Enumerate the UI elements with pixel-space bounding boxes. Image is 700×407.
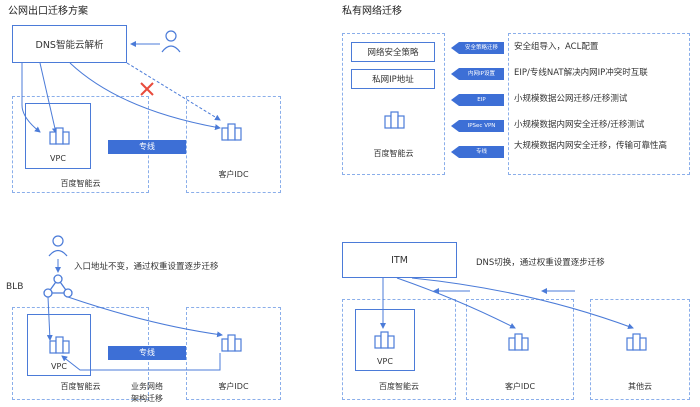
user-icon	[161, 30, 181, 53]
server-icon	[626, 333, 647, 351]
vpc-label-q4: VPC	[377, 357, 393, 366]
private-ip-box: 私网IP地址	[351, 69, 435, 89]
dedicated-line-q1: 专线	[108, 140, 186, 154]
policy-label: 网络安全策略	[367, 48, 419, 58]
features-box	[508, 33, 690, 175]
feature-item: 小规模数据内网安全迁移/迁移测试	[514, 120, 645, 130]
tag-intranet-ip: 内网IP设置	[459, 68, 504, 80]
cloud-label-q3: 百度智能云	[60, 382, 101, 391]
cloud-label-q4: 百度智能云	[379, 382, 419, 391]
itm-to-other-arrow	[411, 277, 634, 330]
server-icon	[508, 333, 529, 351]
itm-to-idc-arrow	[396, 277, 516, 329]
vpc-box-q1	[25, 103, 91, 169]
cloud-label-q1: 百度智能云	[60, 179, 101, 188]
server-icon	[221, 123, 242, 141]
server-icon	[49, 336, 70, 354]
dns-to-idc-arrow	[69, 62, 221, 131]
title-public-exit: 公网出口迁移方案	[8, 6, 88, 17]
dns-to-idc-dashed-arrow	[126, 62, 221, 121]
dns-to-vpc-arrow-2	[39, 62, 58, 134]
dedicated-line-q3: 专线	[108, 346, 186, 360]
cross-icon	[140, 82, 154, 96]
tag-policy-migration: 安全策略迁移	[459, 42, 504, 54]
server-icon	[49, 127, 70, 145]
note-q3: 入口地址不变，通过权重设置逐步迁移	[74, 262, 219, 272]
server-icon	[384, 111, 405, 129]
itm-box: ITM	[342, 242, 457, 278]
idc-label-q1: 客户IDC	[218, 170, 249, 179]
vpc-label-q1: VPC	[50, 154, 66, 163]
itm-label: ITM	[391, 254, 408, 266]
idc-label-q3: 客户IDC	[218, 382, 249, 391]
other-cloud-label: 其他云	[628, 382, 652, 391]
server-icon	[221, 334, 242, 352]
cloud-label-q2: 百度智能云	[373, 149, 414, 158]
tag-dedicated-line: 专线	[459, 146, 504, 158]
vpc-label-q3: VPC	[51, 362, 67, 371]
server-icon	[374, 331, 395, 349]
idc-label-q4: 客户IDC	[504, 382, 536, 391]
title-private-net: 私有网络迁移	[342, 6, 402, 17]
idc-to-vpc-arrow	[61, 353, 221, 371]
vpc-box-q3	[27, 314, 91, 376]
tag-ipsec-vpn: IPSec VPN	[459, 120, 504, 132]
feature-item: 大规模数据内网安全迁移，传输可靠性高	[514, 141, 668, 151]
feature-item: EIP/专线NAT解决内网IP冲突时互联	[514, 68, 648, 78]
arrow-left-icons	[451, 42, 459, 158]
blb-label: BLB	[6, 282, 24, 292]
dns-box: DNS智能云解析	[12, 25, 127, 63]
private-ip-label: 私网IP地址	[372, 75, 414, 85]
dns-label: DNS智能云解析	[35, 40, 104, 51]
blb-to-vpc-arrow	[46, 296, 53, 341]
note-q4: DNS切换，通过权重设置逐步迁移	[476, 258, 605, 268]
load-balancer-icon	[43, 274, 73, 298]
dns-to-vpc-arrow	[21, 63, 41, 133]
tag-eip: EIP	[459, 94, 504, 106]
arch-label-1: 业务网络	[131, 382, 163, 391]
arch-label-2: 架构迁移	[131, 394, 163, 403]
idc-zone-q3	[186, 307, 281, 400]
feature-item: 安全组导入，ACL配置	[514, 42, 599, 52]
feature-item: 小规模数据公网迁移/迁移测试	[514, 94, 628, 104]
policy-box: 网络安全策略	[351, 42, 435, 62]
blb-to-idc-arrow	[67, 296, 223, 338]
idc-zone-q1	[186, 96, 281, 193]
user-icon	[48, 235, 68, 257]
